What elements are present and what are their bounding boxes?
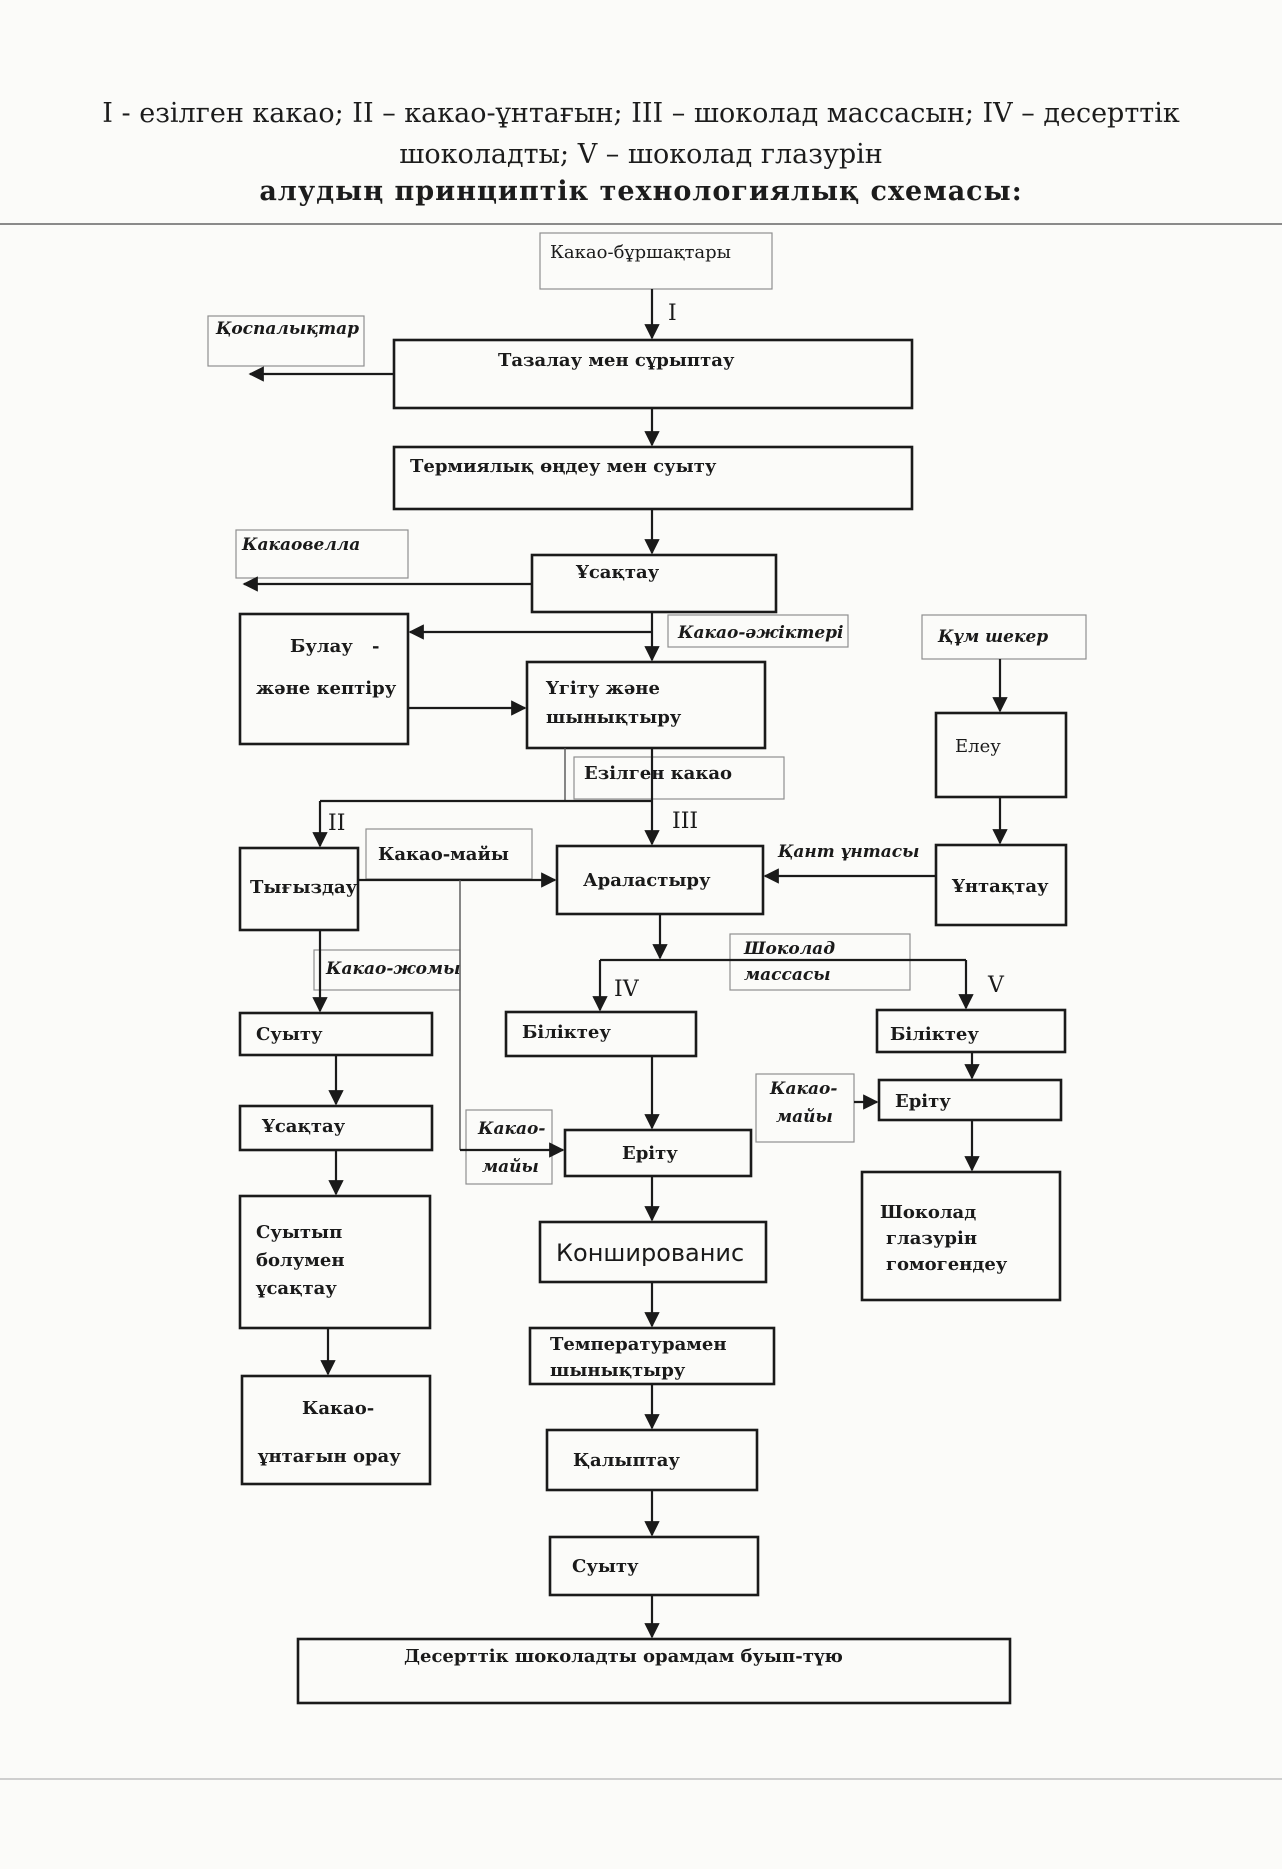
box-pack-powder-text-1: Какао- — [302, 1398, 374, 1419]
label-sugar-powder-text: Қант ұнтасы — [777, 842, 919, 862]
box-pack-powder: Какао- ұнтағын орау — [240, 1374, 432, 1486]
box-glaze-text-3: гомогендеу — [886, 1254, 1008, 1275]
label-sugar-powder: Қант ұнтасы — [777, 842, 919, 862]
box-thermal: Термиялық өңдеу мен суыту — [392, 445, 914, 511]
label-cocoa-butter-iv-text-1: Какао- — [477, 1119, 545, 1139]
box-cool-grind: Суытып болумен ұсақтау — [238, 1194, 432, 1330]
box-powdering-text: Ұнтақтау — [951, 876, 1049, 897]
label-cocoa-butter-iv-text-2: майы — [482, 1157, 539, 1177]
box-conching: Коншированис — [538, 1220, 768, 1284]
label-cocoa-butter-iv: Какао- майы — [465, 1109, 553, 1185]
connectors — [242, 289, 1008, 1639]
box-pack-powder-text-2: ұнтағын орау — [257, 1446, 401, 1467]
box-pressing: Тығыздау — [238, 846, 360, 932]
box-tempering-text-2: шынықтыру — [550, 1360, 686, 1381]
label-cocoa-cake: Какао-жомы — [313, 949, 461, 991]
box-steaming: Булау - және кептіру — [238, 612, 410, 746]
box-cooling-2-text: Суыту — [572, 1556, 639, 1577]
box-mixing: Араластыру — [555, 844, 765, 916]
label-cocoa-germs: Какао-әжіктері — [667, 614, 849, 648]
box-milling-text-2: шынықтыру — [546, 707, 682, 728]
label-cocoa-butter: Какао-майы — [365, 828, 533, 880]
box-powdering: Ұнтақтау — [934, 843, 1068, 927]
label-choc-mass-text-1: Шоколад — [743, 939, 835, 959]
roman-iii: III — [672, 809, 698, 834]
label-sugar-text: Құм шекер — [937, 627, 1048, 647]
label-cocoa-butter-v: Какао- майы — [755, 1073, 855, 1143]
box-milling: Үгіту және шынықтыру — [525, 660, 767, 750]
box-grinding-1-text: Ұсақтау — [575, 562, 660, 583]
box-grinding-2-text: Ұсақтау — [261, 1116, 346, 1137]
box-finishing-v-text: Біліктеу — [890, 1024, 979, 1045]
box-cocoa-beans-text: Какао-бұршақтары — [550, 242, 731, 263]
label-choc-mass: Шоколад массасы — [729, 933, 911, 991]
title-line-2: шоколадты; V – шоколад глазурін — [399, 139, 883, 170]
box-glaze-text-1: Шоколад — [880, 1202, 976, 1223]
box-finishing-v: Біліктеу — [875, 1008, 1067, 1054]
box-grinding-2: Ұсақтау — [238, 1104, 434, 1152]
box-moulding-text: Қалыптау — [573, 1450, 680, 1471]
box-cleaning: Тазалау мен сұрыптау — [392, 338, 914, 410]
box-mixing-text: Араластыру — [583, 870, 711, 891]
box-glaze-text-2: глазурін — [886, 1228, 977, 1249]
label-cocoavella: Какаовелла — [235, 529, 409, 579]
label-cocoa-germs-text: Какао-әжіктері — [677, 623, 844, 643]
box-steaming-text-1: Булау — [290, 636, 353, 657]
box-sieving: Елеу — [934, 711, 1068, 799]
label-impurities: Қоспалықтар — [207, 315, 365, 367]
box-packing: Десерттік шоколадты орамдам буып-түю — [296, 1637, 1012, 1705]
box-melting-iv: Еріту — [563, 1128, 753, 1178]
box-cocoa-beans: Какао-бұршақтары — [539, 232, 773, 290]
box-cleaning-text: Тазалау мен сұрыптау — [498, 350, 735, 371]
box-tempering: Температурамен шынықтыру — [528, 1326, 776, 1386]
box-pressing-text: Тығыздау — [250, 877, 358, 898]
bottom-divider — [0, 1778, 1282, 1780]
label-choc-mass-text-2: массасы — [744, 965, 831, 985]
box-cool-grind-text-3: ұсақтау — [255, 1278, 337, 1299]
roman-i: I — [668, 301, 677, 326]
box-tempering-text-1: Температурамен — [550, 1334, 727, 1355]
label-impurities-text: Қоспалықтар — [215, 319, 359, 339]
box-milling-text-1: Үгіту және — [545, 678, 660, 699]
box-grinding-1: Ұсақтау — [530, 553, 778, 614]
box-steaming-text-2: - — [372, 636, 379, 657]
box-cool-grind-text-2: болумен — [256, 1250, 345, 1271]
label-sugar: Құм шекер — [921, 614, 1087, 660]
box-glaze: Шоколад глазурін гомогендеу — [860, 1170, 1062, 1302]
box-melting-iv-text: Еріту — [622, 1143, 678, 1164]
label-cocoa-butter-text: Какао-майы — [378, 844, 509, 865]
box-packing-text: Десерттік шоколадты орамдам буып-түю — [404, 1646, 843, 1667]
roman-v: V — [987, 973, 1005, 998]
box-cooling-1: Суыту — [238, 1011, 434, 1057]
box-cooling-2: Суыту — [548, 1535, 760, 1597]
label-cocoa-butter-v-text-1: Какао- — [769, 1079, 837, 1099]
title-line-1: I - езілген какао; II – какао-ұнтағын; I… — [102, 98, 1180, 129]
box-moulding: Қалыптау — [545, 1428, 759, 1492]
box-cool-grind-text-1: Суытып — [256, 1222, 342, 1243]
box-steaming-text-3: және кептіру — [256, 678, 397, 699]
label-cocoa-butter-v-text-2: майы — [776, 1107, 833, 1127]
box-cooling-1-text: Суыту — [256, 1024, 323, 1045]
box-finishing-iv-text: Біліктеу — [522, 1022, 611, 1043]
box-melting-v-text: Еріту — [895, 1091, 951, 1112]
title-line-3: алудың принциптік технологиялық схемасы: — [259, 176, 1023, 207]
label-cocoa-cake-text: Какао-жомы — [325, 959, 460, 979]
label-ground-cocoa-text: Езілген какао — [584, 763, 732, 784]
box-melting-v: Еріту — [877, 1078, 1063, 1122]
box-thermal-text: Термиялық өңдеу мен суыту — [410, 456, 717, 477]
label-ground-cocoa: Езілген какао — [573, 756, 785, 800]
roman-ii: II — [328, 811, 345, 836]
roman-iv: IV — [614, 977, 640, 1002]
box-sieving-text: Елеу — [955, 736, 1001, 757]
box-finishing-iv: Біліктеу — [504, 1010, 698, 1058]
label-cocoavella-text: Какаовелла — [241, 535, 360, 555]
box-conching-text: Коншированис — [556, 1239, 744, 1267]
top-divider — [0, 223, 1282, 225]
